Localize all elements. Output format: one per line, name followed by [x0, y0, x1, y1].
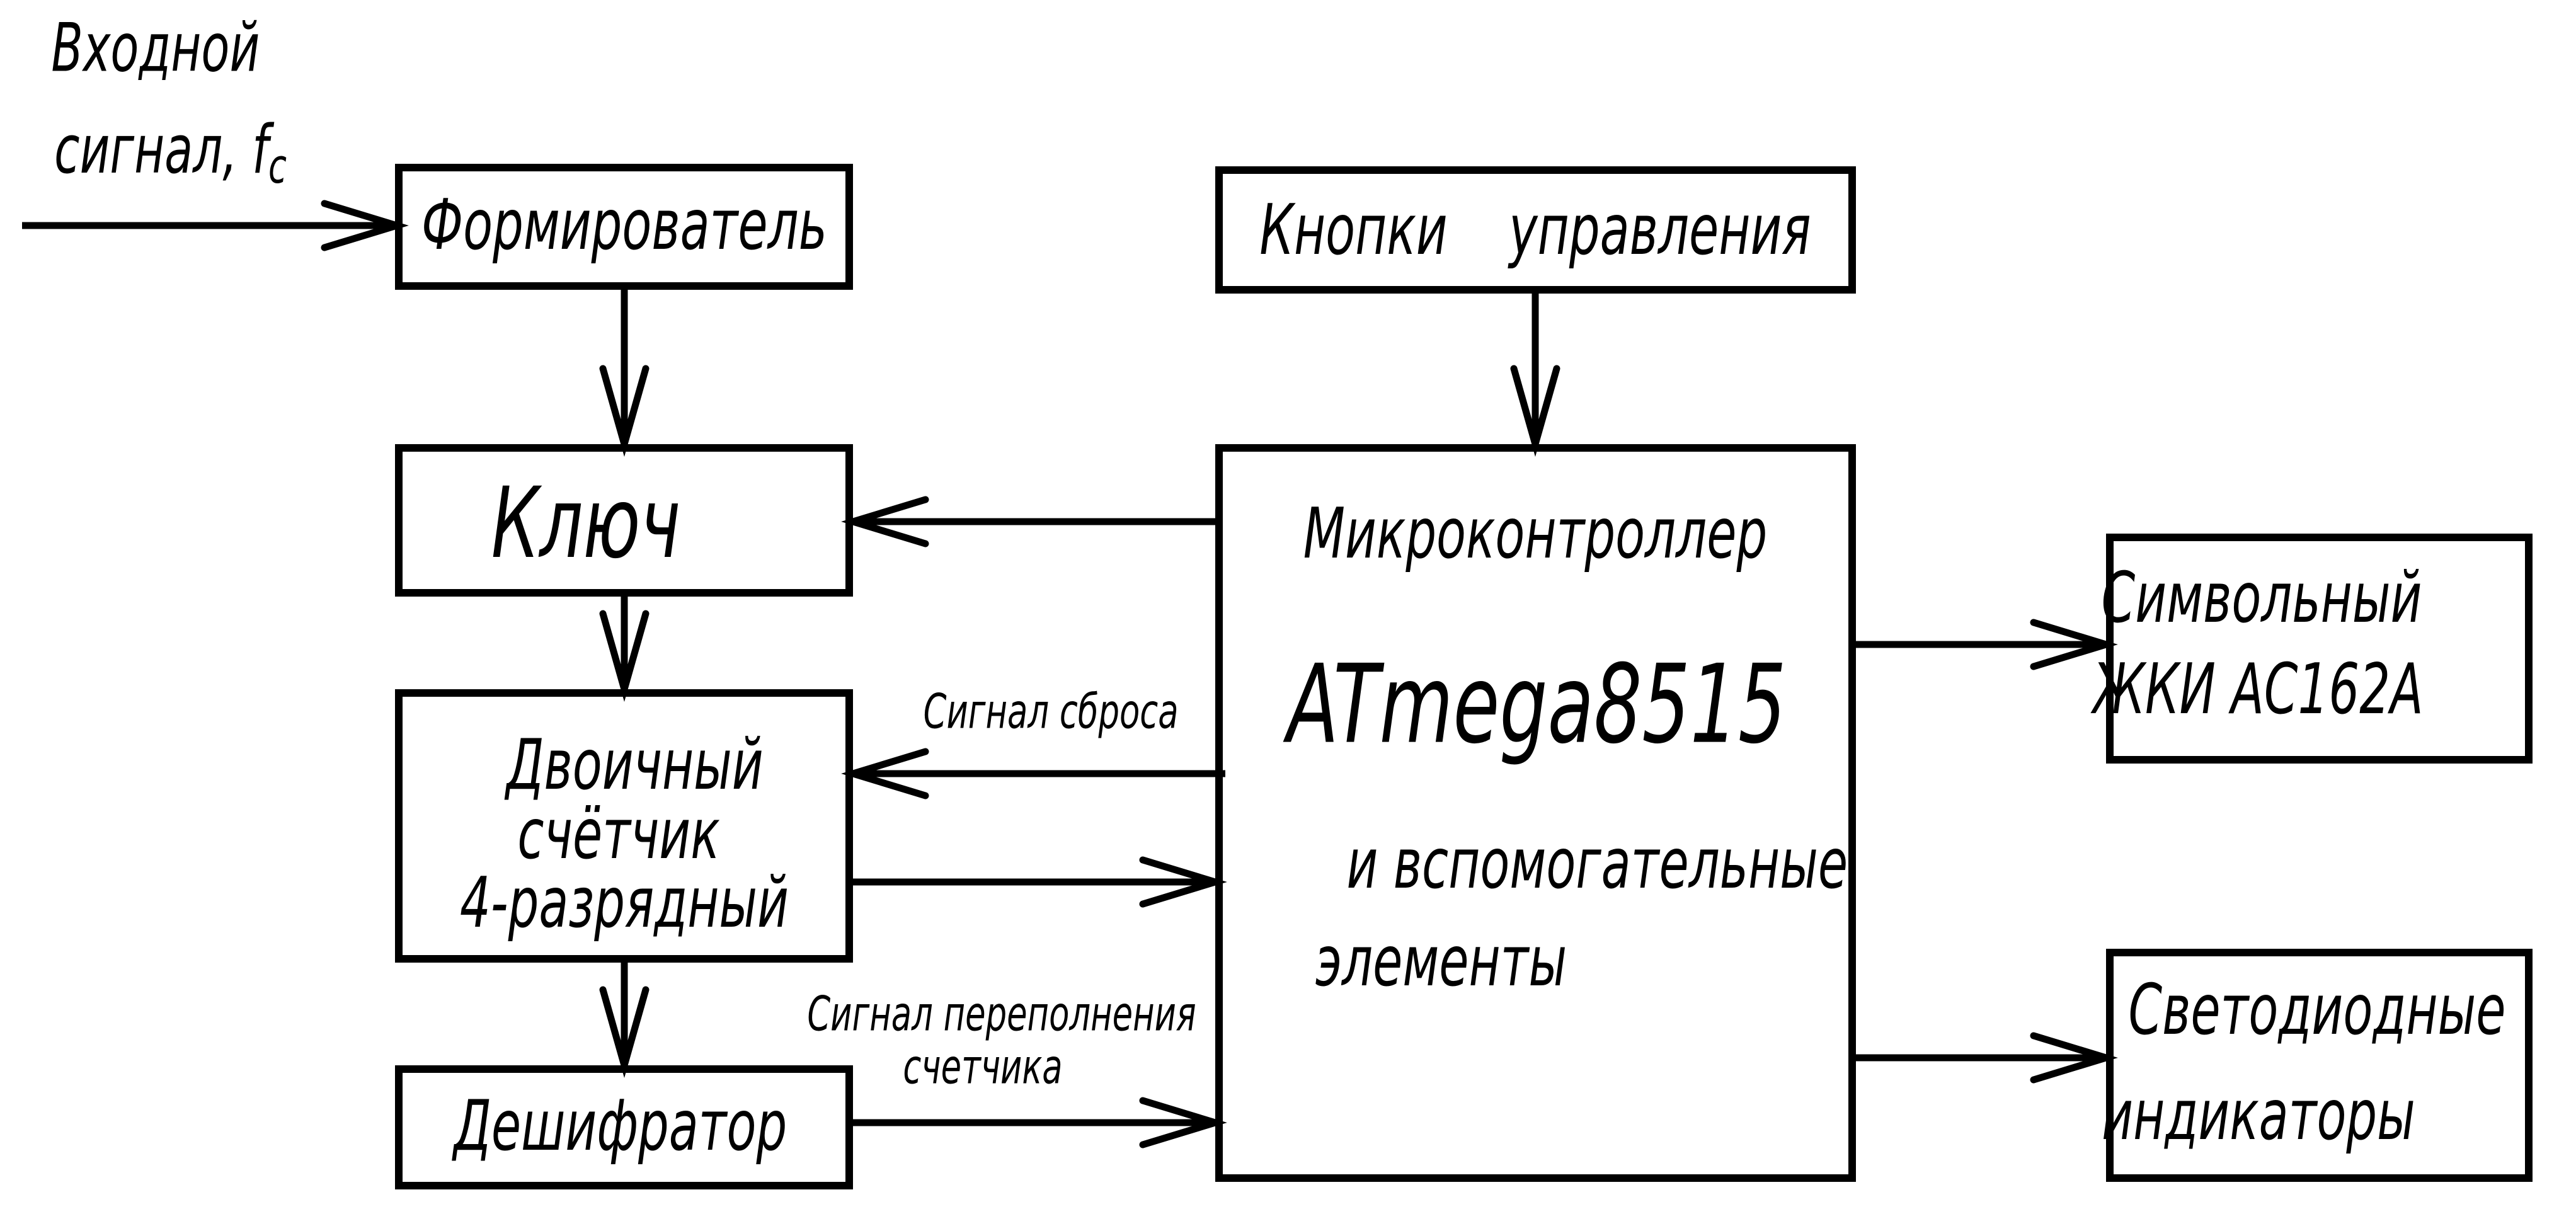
microcontroller-block: [1215, 444, 1856, 1182]
key-label: Ключ: [491, 466, 680, 580]
input-signal-text: сигнал, f: [54, 112, 275, 189]
lcd-block: [2106, 534, 2533, 764]
counter-block: [395, 689, 853, 963]
mcu-to-leds-arrow: [1852, 1032, 2118, 1084]
mcu-label-line2: ATmega8515: [1283, 642, 1787, 769]
lcd-label-line1: Символьный: [2102, 558, 2422, 639]
mcu-label-line3: и вспомогательные: [1346, 824, 1848, 905]
mcu-label-line4: элементы: [1315, 922, 1567, 1002]
mcu-label-line1: Микроконтроллер: [1303, 494, 1767, 575]
buttons-block: [1215, 166, 1856, 294]
buttons-to-mcu-arrow: [1510, 294, 1560, 457]
shaper-to-key-arrow: [599, 290, 650, 457]
overflow-signal-label-line1: Сигнал переполнения: [807, 987, 1196, 1042]
mcu-to-lcd-arrow: [1852, 619, 2118, 670]
decoder-block: [395, 1065, 853, 1189]
leds-label-line2: индикаторы: [2102, 1075, 2415, 1156]
counter-label-line2: счётчик: [517, 794, 719, 875]
lcd-label-line2: ЖКИ AC162A: [2090, 650, 2423, 730]
reset-arrow: [841, 748, 1225, 799]
decoder-to-mcu-arrow: [849, 1097, 1227, 1148]
reset-signal-label: Сигнал сброса: [924, 684, 1179, 740]
input-signal-label-line1: Входной: [51, 9, 260, 87]
input-signal-label-line2: сигнал, fc: [54, 112, 287, 195]
buttons-label: Кнопки управления: [1259, 190, 1811, 271]
counter-to-decoder-arrow: [599, 963, 650, 1079]
counter-to-mcu-arrow: [849, 856, 1227, 908]
leds-label-line1: Светодиодные: [2129, 970, 2506, 1051]
mcu-to-key-arrow: [841, 496, 1219, 547]
overflow-signal-label-line2: счетчика: [903, 1039, 1062, 1095]
shaper-label: Формирователь: [421, 185, 827, 266]
decoder-label: Дешифратор: [452, 1086, 787, 1167]
leds-block: [2106, 949, 2533, 1182]
input-signal-subscript: c: [268, 139, 287, 195]
input-arrow: [22, 200, 409, 251]
key-to-counter-arrow: [599, 597, 650, 702]
counter-label-line3: 4-разрядный: [460, 863, 789, 944]
counter-label-line1: Двоичный: [504, 725, 763, 806]
